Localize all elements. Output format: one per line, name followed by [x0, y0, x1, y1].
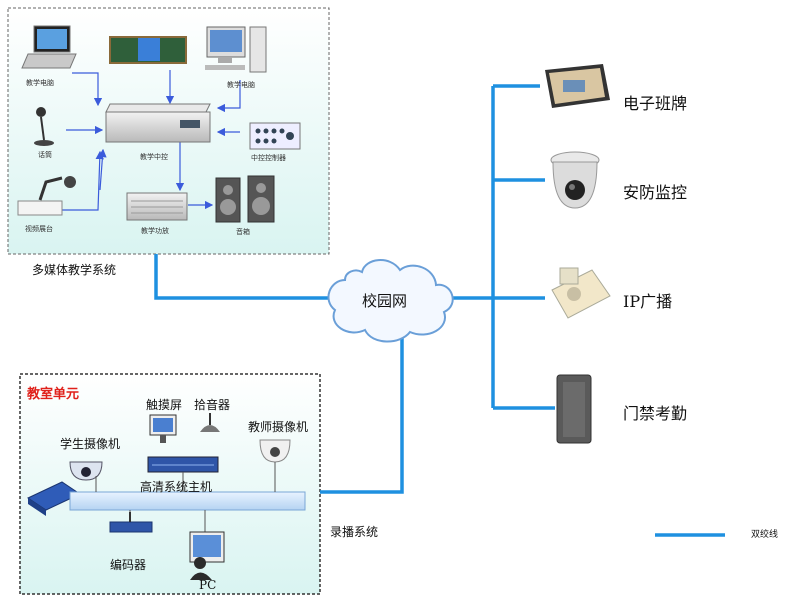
encoder-icon [109, 512, 153, 533]
amplifier-icon [126, 192, 188, 221]
label-teacher-pc-left: 教学电脑 [26, 79, 54, 87]
dome-camera-icon [550, 151, 600, 209]
link-recording-system [320, 330, 404, 494]
classroom-unit-title: 教室单元 [27, 387, 80, 402]
label-visualizer: 视频展台 [25, 225, 53, 233]
label-microphone: 话筒 [38, 151, 52, 159]
multimedia-system-title: 多媒体教学系统 [32, 263, 117, 277]
label-teacher-pc-right: 教学电脑 [227, 81, 255, 89]
campus-network-label: 校园网 [362, 292, 408, 310]
twisted-pair-links [154, 84, 725, 537]
legend-twisted-pair-label: 双绞线 [751, 530, 779, 540]
smart-blackboard-icon [109, 36, 187, 64]
label-control-panel: 中控控制器 [251, 154, 286, 162]
classroom-bus [69, 491, 306, 511]
pickup-mic-icon [200, 413, 220, 432]
label-pc: PC [199, 578, 217, 592]
signal-arrows [60, 70, 241, 211]
laptop-icon [21, 25, 77, 69]
label-student-camera: 学生摄像机 [60, 437, 121, 451]
touch-screen-icon [149, 414, 177, 443]
digital-sign-label: 电子班牌 [623, 94, 688, 113]
speakers-icon [215, 175, 275, 223]
link-multimedia-to-campus [154, 254, 332, 300]
central-controller-icon [105, 103, 211, 143]
label-teacher-camera: 教师摄像机 [248, 420, 309, 434]
label-speakers: 音箱 [236, 228, 250, 236]
campus-cloud-icon [327, 259, 454, 343]
microphone-icon [34, 107, 54, 146]
classroom-unit-panel [19, 373, 321, 595]
document-camera-icon [17, 176, 76, 216]
label-encoder: 编码器 [110, 558, 147, 572]
access-attendance-label: 门禁考勤 [623, 404, 688, 423]
recording-system-label: 录播系统 [330, 525, 379, 539]
desktop-pc-icon [205, 26, 267, 73]
hd-host-icon [147, 456, 219, 473]
student-camera-icon [69, 461, 103, 481]
access-reader-icon [556, 374, 592, 444]
label-touch-screen: 触摸屏 [146, 398, 183, 412]
label-amplifier: 教学功放 [141, 227, 169, 235]
ip-broadcast-label: IP广播 [623, 292, 673, 311]
pc-icon [189, 531, 225, 580]
label-central-controller: 教学中控 [140, 153, 168, 161]
ip-speaker-icon [551, 267, 611, 319]
control-panel-icon [249, 122, 301, 150]
security-monitor-label: 安防监控 [623, 183, 688, 202]
label-hd-host: 高清系统主机 [140, 480, 213, 494]
label-pickup-mic: 拾音器 [194, 398, 231, 412]
digital-sign-icon [545, 64, 610, 108]
